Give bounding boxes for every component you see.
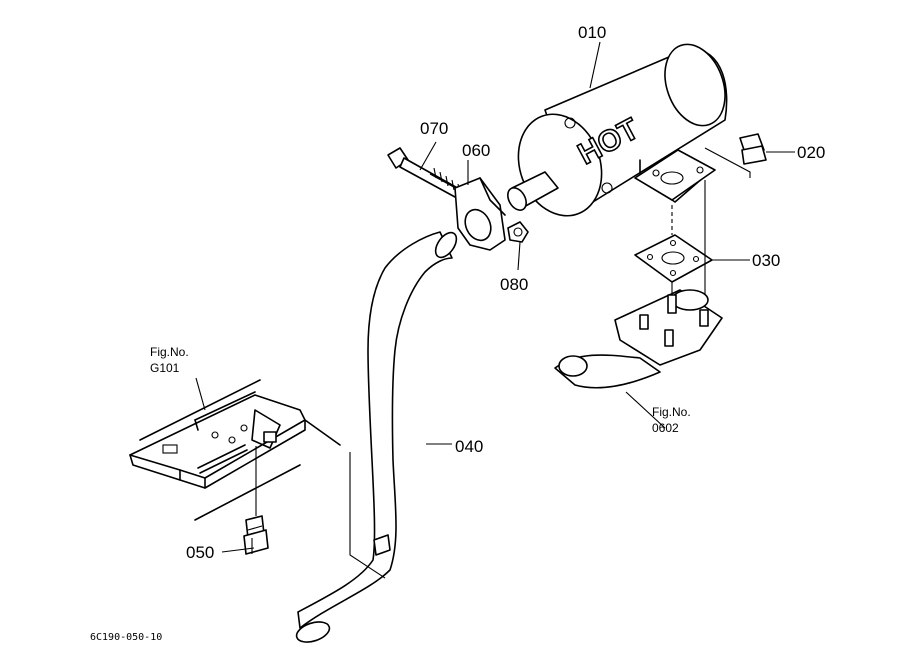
- label-010: 010: [578, 23, 606, 42]
- fig-ref-0602-line1: Fig.No.: [652, 405, 691, 419]
- fig-ref-0602: Fig.No. 0602: [652, 405, 691, 435]
- label-070: 070: [420, 119, 448, 138]
- label-020: 020: [797, 143, 825, 162]
- leader-lines: [195, 41, 795, 553]
- label-030: 030: [752, 251, 780, 270]
- nut-020: [704, 133, 767, 178]
- fig-ref-g101: Fig.No. G101: [150, 345, 189, 375]
- drawing-code: 6C190-050-10: [90, 632, 162, 643]
- fitting-050: [243, 446, 269, 555]
- fig-ref-g101-line1: Fig.No.: [150, 345, 189, 359]
- label-040: 040: [455, 437, 483, 456]
- fig-ref-g101-line2: G101: [150, 361, 180, 375]
- fig-ref-0602-line2: 0602: [652, 421, 679, 435]
- label-050: 050: [186, 543, 214, 562]
- nut-080: [507, 221, 529, 243]
- label-060: 060: [462, 141, 490, 160]
- frame-bracket: [129, 379, 341, 521]
- label-080: 080: [500, 275, 528, 294]
- part-labels: 010 020 030 040 050 060 070 080: [186, 23, 825, 562]
- muffler-010: HOT: [507, 43, 728, 217]
- exhaust-pipe-040: [295, 231, 458, 643]
- clamp-060: [454, 177, 506, 251]
- exhaust-manifold: [554, 282, 723, 429]
